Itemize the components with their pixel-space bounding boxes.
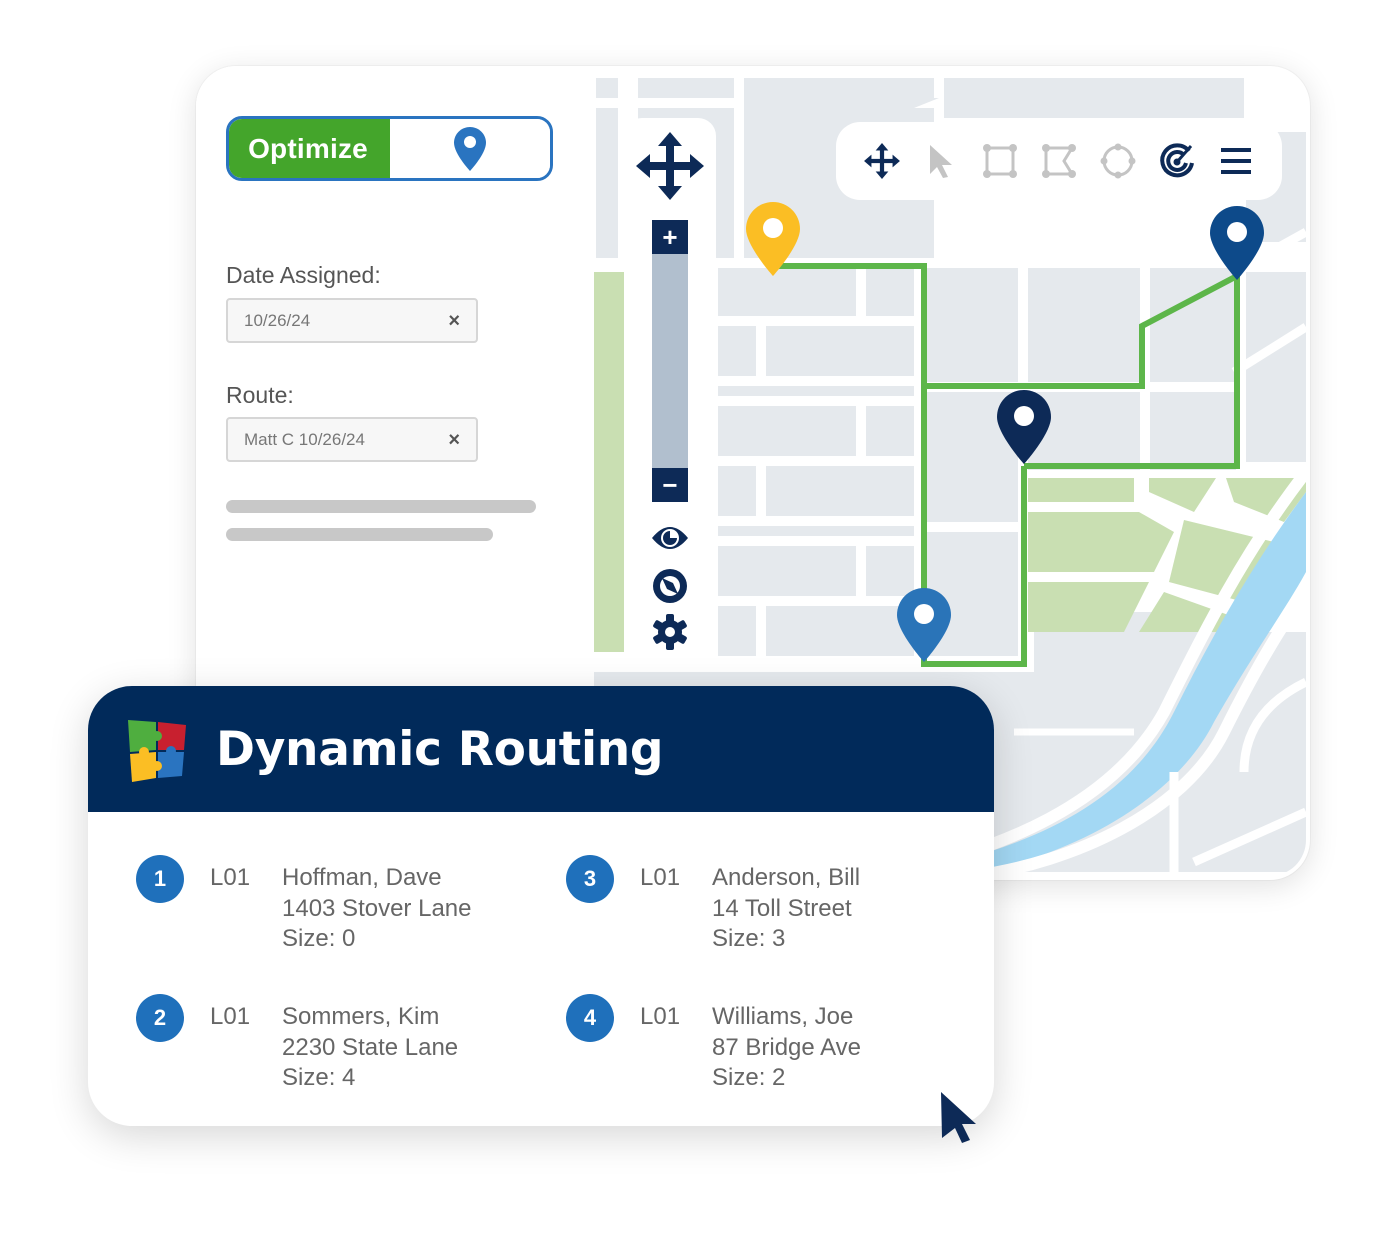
date-assigned-field[interactable]: 10/26/24 ×	[226, 298, 478, 343]
stop-customer-name: Sommers, Kim	[282, 1003, 440, 1030]
stop-address: 2230 State Lane	[282, 1033, 459, 1061]
route-value: Matt C 10/26/24	[244, 429, 365, 449]
date-assigned-value: 10/26/24	[244, 310, 311, 330]
route-label: Route:	[226, 382, 294, 408]
map-pin-icon	[454, 126, 486, 171]
stop-pin-icon[interactable]	[995, 388, 1053, 466]
clear-route-icon[interactable]: ×	[448, 428, 460, 451]
card-title: Dynamic Routing	[216, 721, 664, 777]
stop-number-badge: 1	[136, 855, 184, 903]
map-vertical-toolbar: + −	[624, 118, 716, 664]
compass-icon[interactable]	[650, 566, 690, 606]
polygon-select-icon[interactable]	[1037, 139, 1081, 183]
date-assigned-label: Date Assigned:	[226, 262, 381, 288]
stop-code: L01	[210, 864, 251, 891]
eye-icon[interactable]	[650, 518, 690, 558]
clear-date-icon[interactable]: ×	[448, 309, 460, 332]
stop-customer-name: Hoffman, Dave	[282, 864, 442, 891]
route-field[interactable]: Matt C 10/26/24 ×	[226, 417, 478, 462]
map-horizontal-toolbar	[836, 122, 1282, 200]
stop-code: L01	[210, 1003, 251, 1030]
stop-code: L01	[640, 1003, 681, 1030]
stop-pin-icon[interactable]	[895, 586, 953, 664]
route-stop-item[interactable]: 4 L01 Williams, Joe 87 Bridge Ave Size: …	[566, 994, 861, 1094]
route-stop-item[interactable]: 3 L01 Anderson, Bill 14 Toll Street Size…	[566, 855, 860, 955]
dynamic-routing-card: Dynamic Routing 1 L01 Hoffman, Dave 1403…	[88, 686, 994, 1126]
optimize-toggle[interactable]: Optimize	[226, 116, 553, 181]
menu-icon[interactable]	[1214, 139, 1258, 183]
mouse-cursor-icon	[941, 1092, 976, 1143]
stop-details: Anderson, Bill 14 Toll Street Size: 3	[712, 863, 860, 955]
zoom-slider[interactable]: + −	[652, 220, 688, 502]
route-stop-item[interactable]: 1 L01 Hoffman, Dave 1403 Stover Lane Siz…	[136, 855, 471, 955]
move-arrows-icon[interactable]	[634, 130, 706, 202]
stop-size: Size: 4	[282, 1064, 356, 1091]
move-arrows-icon[interactable]	[860, 139, 904, 183]
stop-address: 87 Bridge Ave	[712, 1033, 862, 1061]
stop-number-badge: 2	[136, 994, 184, 1042]
stop-details: Williams, Joe 87 Bridge Ave Size: 2	[712, 1002, 861, 1094]
rectangle-select-icon[interactable]	[978, 139, 1022, 183]
route-stop-item[interactable]: 2 L01 Sommers, Kim 2230 State Lane Size:…	[136, 994, 458, 1094]
stop-address: 1403 Stover Lane	[282, 894, 472, 922]
placeholder-line	[226, 528, 493, 541]
stop-pin-icon[interactable]	[1208, 204, 1266, 282]
start-pin-icon[interactable]	[744, 200, 802, 278]
stop-customer-name: Anderson, Bill	[712, 864, 861, 891]
card-header: Dynamic Routing	[88, 686, 994, 812]
stop-number-badge: 4	[566, 994, 614, 1042]
stop-size: Size: 2	[712, 1064, 786, 1091]
zoom-in-button[interactable]: +	[652, 220, 688, 254]
stop-number-badge: 3	[566, 855, 614, 903]
stop-size: Size: 3	[712, 925, 786, 952]
radar-icon[interactable]	[1155, 139, 1199, 183]
puzzle-logo-icon	[128, 720, 186, 782]
pin-toggle-button[interactable]	[390, 119, 550, 178]
placeholder-line	[226, 500, 536, 513]
stop-customer-name: Williams, Joe	[712, 1003, 854, 1030]
stop-details: Sommers, Kim 2230 State Lane Size: 4	[282, 1002, 458, 1094]
stop-code: L01	[640, 864, 681, 891]
zoom-out-button[interactable]: −	[652, 468, 688, 502]
stop-details: Hoffman, Dave 1403 Stover Lane Size: 0	[282, 863, 471, 955]
pointer-icon[interactable]	[919, 139, 963, 183]
circle-select-icon[interactable]	[1096, 139, 1140, 183]
stop-address: 14 Toll Street	[712, 894, 852, 922]
stop-size: Size: 0	[282, 925, 356, 952]
optimize-button[interactable]: Optimize	[229, 119, 390, 178]
gear-icon[interactable]	[650, 612, 690, 652]
